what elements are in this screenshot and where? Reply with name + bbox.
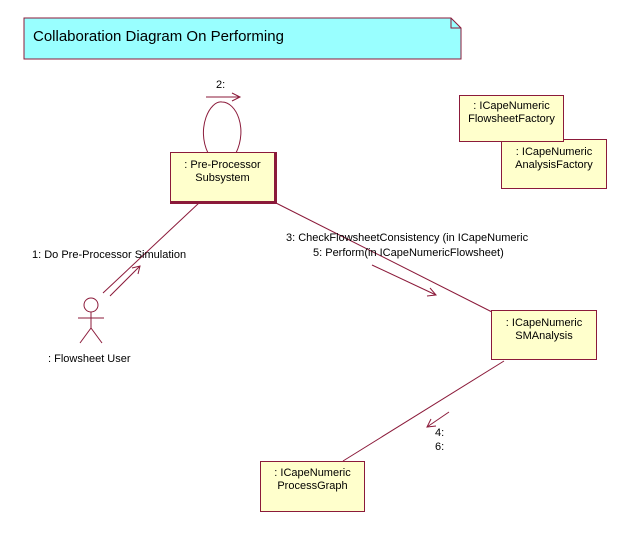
object-flowsheet-factory[interactable]: : ICapeNumeric FlowsheetFactory [459, 95, 564, 142]
object-process-graph-line1: : ICapeNumeric [274, 467, 351, 479]
message-label-self: 2: [216, 79, 226, 91]
object-process-graph-line2: ProcessGraph [277, 480, 348, 492]
graph-message-arrow [426, 411, 450, 428]
message-label-analysis-2: 5: Perform(in ICapeNumericFlowsheet) [313, 247, 504, 259]
object-analysis-factory-line2: AnalysisFactory [515, 159, 593, 171]
object-sm-analysis[interactable]: : ICapeNumeric SMAnalysis [491, 310, 597, 360]
message-label-graph-2: 6: [435, 441, 445, 453]
diagram-note [23, 17, 462, 60]
object-preprocessor-line1: : Pre-Processor [184, 159, 261, 171]
object-flowsheet-factory-line2: FlowsheetFactory [468, 113, 555, 125]
message-label-analysis-1: 3: CheckFlowsheetConsistency (in ICapeNu… [286, 232, 529, 244]
link-preprocessor-user [102, 201, 201, 294]
note-title: Collaboration Diagram On Performing [33, 28, 284, 45]
object-preprocessor-subsystem[interactable]: : Pre-Processor Subsystem [170, 152, 275, 202]
message-label-graph-1: 4: [435, 427, 445, 439]
object-flowsheet-factory-line1: : ICapeNumeric [473, 100, 550, 112]
link-analysis-graph [342, 360, 505, 462]
actor-name: : Flowsheet User [48, 353, 131, 365]
self-link-loop [203, 101, 242, 154]
link-preprocessor-analysis [273, 201, 493, 313]
object-sm-analysis-line1: : ICapeNumeric [505, 317, 583, 329]
self-message-arrow [206, 92, 242, 102]
analysis-message-arrow [371, 264, 437, 297]
object-sm-analysis-line2: SMAnalysis [515, 330, 573, 342]
actor-stick-figure [78, 297, 104, 344]
object-analysis-factory-line1: : ICapeNumeric [515, 146, 593, 158]
object-process-graph[interactable]: : ICapeNumeric ProcessGraph [260, 461, 365, 512]
user-message-arrow [109, 265, 141, 297]
object-preprocessor-line2: Subsystem [195, 172, 250, 184]
object-analysis-factory[interactable]: : ICapeNumeric AnalysisFactory [501, 139, 607, 189]
message-label-user: 1: Do Pre-Processor Simulation [32, 249, 187, 261]
